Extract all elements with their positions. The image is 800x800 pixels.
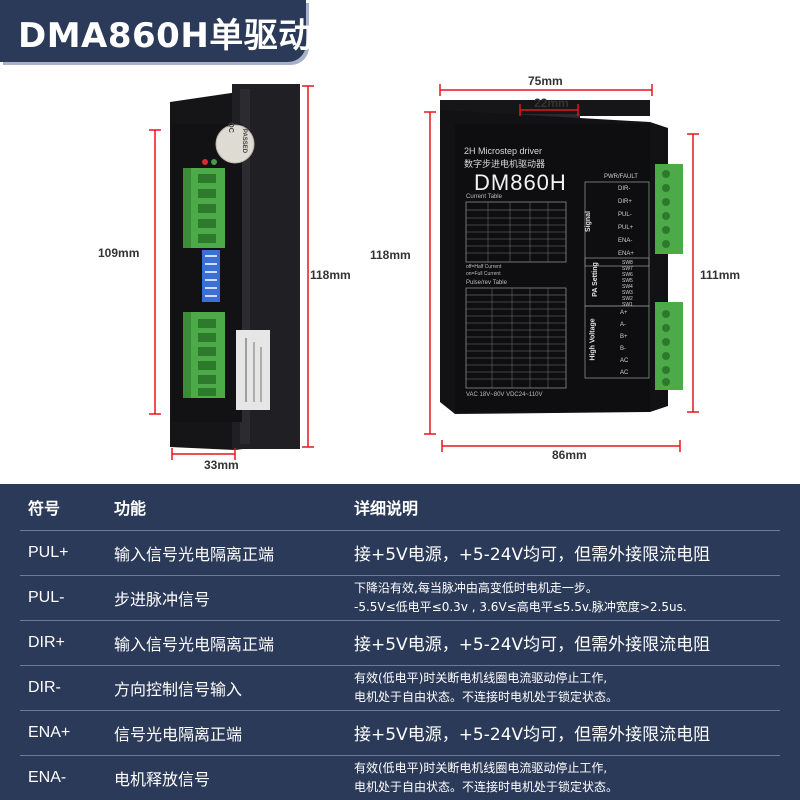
cell-detail: 有效(低电平)时关断电机线圈电流驱动停止工作,电机处于自由状态。不连接时电机处于…	[354, 760, 619, 794]
group-hv-label: High Voltage	[589, 318, 597, 361]
front-view	[440, 100, 683, 414]
front-terminal-top	[655, 164, 683, 254]
terminal-label: DIR+	[618, 199, 632, 205]
full-current-note: on=Full Current	[466, 271, 501, 277]
pulse-table-grid	[465, 287, 567, 389]
cell-function: 电机释放信号	[114, 769, 211, 789]
pulse-table-label: Pulse/rev Table	[466, 280, 507, 286]
cell-symbol: DIR-	[28, 678, 61, 696]
dim-front-height-left: 118mm	[370, 248, 411, 262]
row-divider	[20, 530, 780, 531]
terminal-label: ENA-	[618, 238, 633, 244]
terminal-label: AC	[620, 358, 629, 364]
terminal-label: B-	[620, 346, 626, 352]
dim-front-height-right: 111mm	[700, 268, 741, 282]
table-row: PUL- 步进脉冲信号 下降沿有效,每当脉冲由高变低时电机走一步。-5.5V≤低电平…	[0, 575, 800, 620]
table-header: 符号 功能 详细说明	[0, 484, 800, 530]
terminal-label: A+	[620, 310, 628, 316]
terminal-label: SW1	[622, 302, 633, 308]
qc-passed-text: PASSED	[241, 128, 248, 154]
group-pa-label: PA Setting	[591, 262, 599, 297]
header-symbol: 符号	[28, 501, 61, 518]
side-terminal-top	[183, 168, 225, 248]
current-table-label: Current Table	[466, 194, 502, 200]
header-function: 功能	[114, 499, 147, 518]
group-signal-label: Signal	[585, 210, 593, 233]
device-subtitle-cn: 数字步进电机驱动器	[464, 159, 546, 169]
row-divider	[20, 620, 780, 621]
product-illustration: QC PASSED 2H Microstep driver 数字步进电机驱动器 …	[0, 62, 800, 477]
title-banner: DMA860H单驱动	[0, 0, 312, 62]
qc-sticker	[216, 125, 254, 163]
dim-front-width-bottom: 86mm	[552, 448, 587, 462]
cell-symbol: DIR+	[28, 633, 65, 651]
dim-side-width: 33mm	[204, 458, 239, 472]
terminal-label: SW5	[622, 278, 633, 284]
cell-detail: 接+5V电源，+5-24V均可，但需外接限流电阻	[354, 545, 711, 565]
row-divider	[20, 755, 780, 756]
cell-symbol: PUL+	[28, 543, 69, 561]
cell-detail: 下降沿有效,每当脉冲由高变低时电机走一步。-5.5V≤低电平≤0.3v , 3.…	[354, 580, 687, 614]
terminal-label: SW4	[622, 284, 633, 290]
pwr-fault-label: PWR/FAULT	[604, 174, 638, 180]
dim-front-hole-spacing: 22mm	[534, 96, 569, 110]
cell-symbol: PUL-	[28, 588, 65, 606]
led-red	[202, 159, 208, 165]
cell-function: 方向控制信号输入	[114, 679, 243, 699]
spec-table: 符号 功能 详细说明 PUL+输入信号光电隔离正端接+5V电源，+5-24V均可…	[0, 484, 800, 800]
terminal-label: SW3	[622, 290, 633, 296]
cell-function: 输入信号光电隔离正端	[114, 544, 275, 564]
dimension-lines	[149, 84, 699, 460]
terminal-label: PUL+	[618, 225, 634, 231]
table-row: ENA+ 信号光电隔离正端 接+5V电源，+5-24V均可，但需外接限流电阻	[0, 710, 800, 755]
signal-group-box	[584, 181, 650, 267]
product-drawing	[149, 84, 699, 460]
half-current-note: off=Half Current	[466, 264, 502, 270]
table-row: PUL+ 输入信号光电隔离正端 接+5V电源，+5-24V均可，但需外接限流电阻	[0, 530, 800, 575]
terminal-label: SW6	[622, 272, 633, 278]
terminal-label: A-	[620, 322, 626, 328]
side-label-sticker	[236, 330, 270, 410]
terminal-label: SW2	[622, 296, 633, 302]
row-divider	[20, 710, 780, 711]
terminal-label: PUL-	[618, 212, 632, 218]
cell-detail: 接+5V电源，+5-24V均可，但需外接限流电阻	[354, 635, 711, 655]
table-row: DIR- 方向控制信号输入 有效(低电平)时关断电机线圈电流驱动停止工作,电机处于自…	[0, 665, 800, 710]
table-row: DIR+ 输入信号光电隔离正端 接+5V电源，+5-24V均可，但需外接限流电阻	[0, 620, 800, 665]
terminal-label: B+	[620, 334, 628, 340]
cell-symbol: ENA-	[28, 768, 67, 786]
terminal-label: ENA+	[618, 251, 634, 257]
front-panel	[455, 124, 650, 412]
led-green	[211, 159, 217, 165]
cell-detail: 有效(低电平)时关断电机线圈电流驱动停止工作,电机处于自由状态。不连接时电机处于…	[354, 670, 619, 704]
side-view	[170, 84, 300, 450]
cell-symbol: ENA+	[28, 723, 71, 741]
terminal-label: DIR-	[618, 186, 631, 192]
cell-function: 输入信号光电隔离正端	[114, 634, 275, 654]
page-title: DMA860H单驱动	[18, 16, 313, 56]
hv-group-box	[584, 305, 650, 379]
cell-detail: 接+5V电源，+5-24V均可，但需外接限流电阻	[354, 725, 711, 745]
cell-function: 信号光电隔离正端	[114, 724, 243, 744]
dip-switch	[202, 250, 220, 302]
dim-front-width-top: 75mm	[528, 74, 563, 88]
header-detail: 详细说明	[354, 499, 419, 518]
table-row: ENA- 电机释放信号 有效(低电平)时关断电机线圈电流驱动停止工作,电机处于自由状…	[0, 755, 800, 800]
terminal-label: SW7	[622, 266, 633, 272]
device-subtitle: 2H Microstep driver	[464, 146, 543, 156]
dim-side-height-inner: 109mm	[98, 246, 140, 260]
row-divider	[20, 575, 780, 576]
current-table-grid	[465, 201, 567, 263]
dim-side-height-outer: 118mm	[310, 268, 351, 282]
side-terminal-bottom	[183, 312, 225, 398]
cell-function: 步进脉冲信号	[114, 589, 211, 609]
row-divider	[20, 665, 780, 666]
device-model: DM860H	[474, 170, 567, 195]
terminal-label: AC	[620, 370, 629, 376]
power-label: VAC 18V~80V VDC24~110V	[466, 392, 543, 398]
front-flange	[440, 100, 650, 116]
terminal-label: SW8	[622, 260, 633, 266]
qc-text: QC	[226, 122, 234, 133]
front-terminal-bottom	[655, 302, 683, 390]
